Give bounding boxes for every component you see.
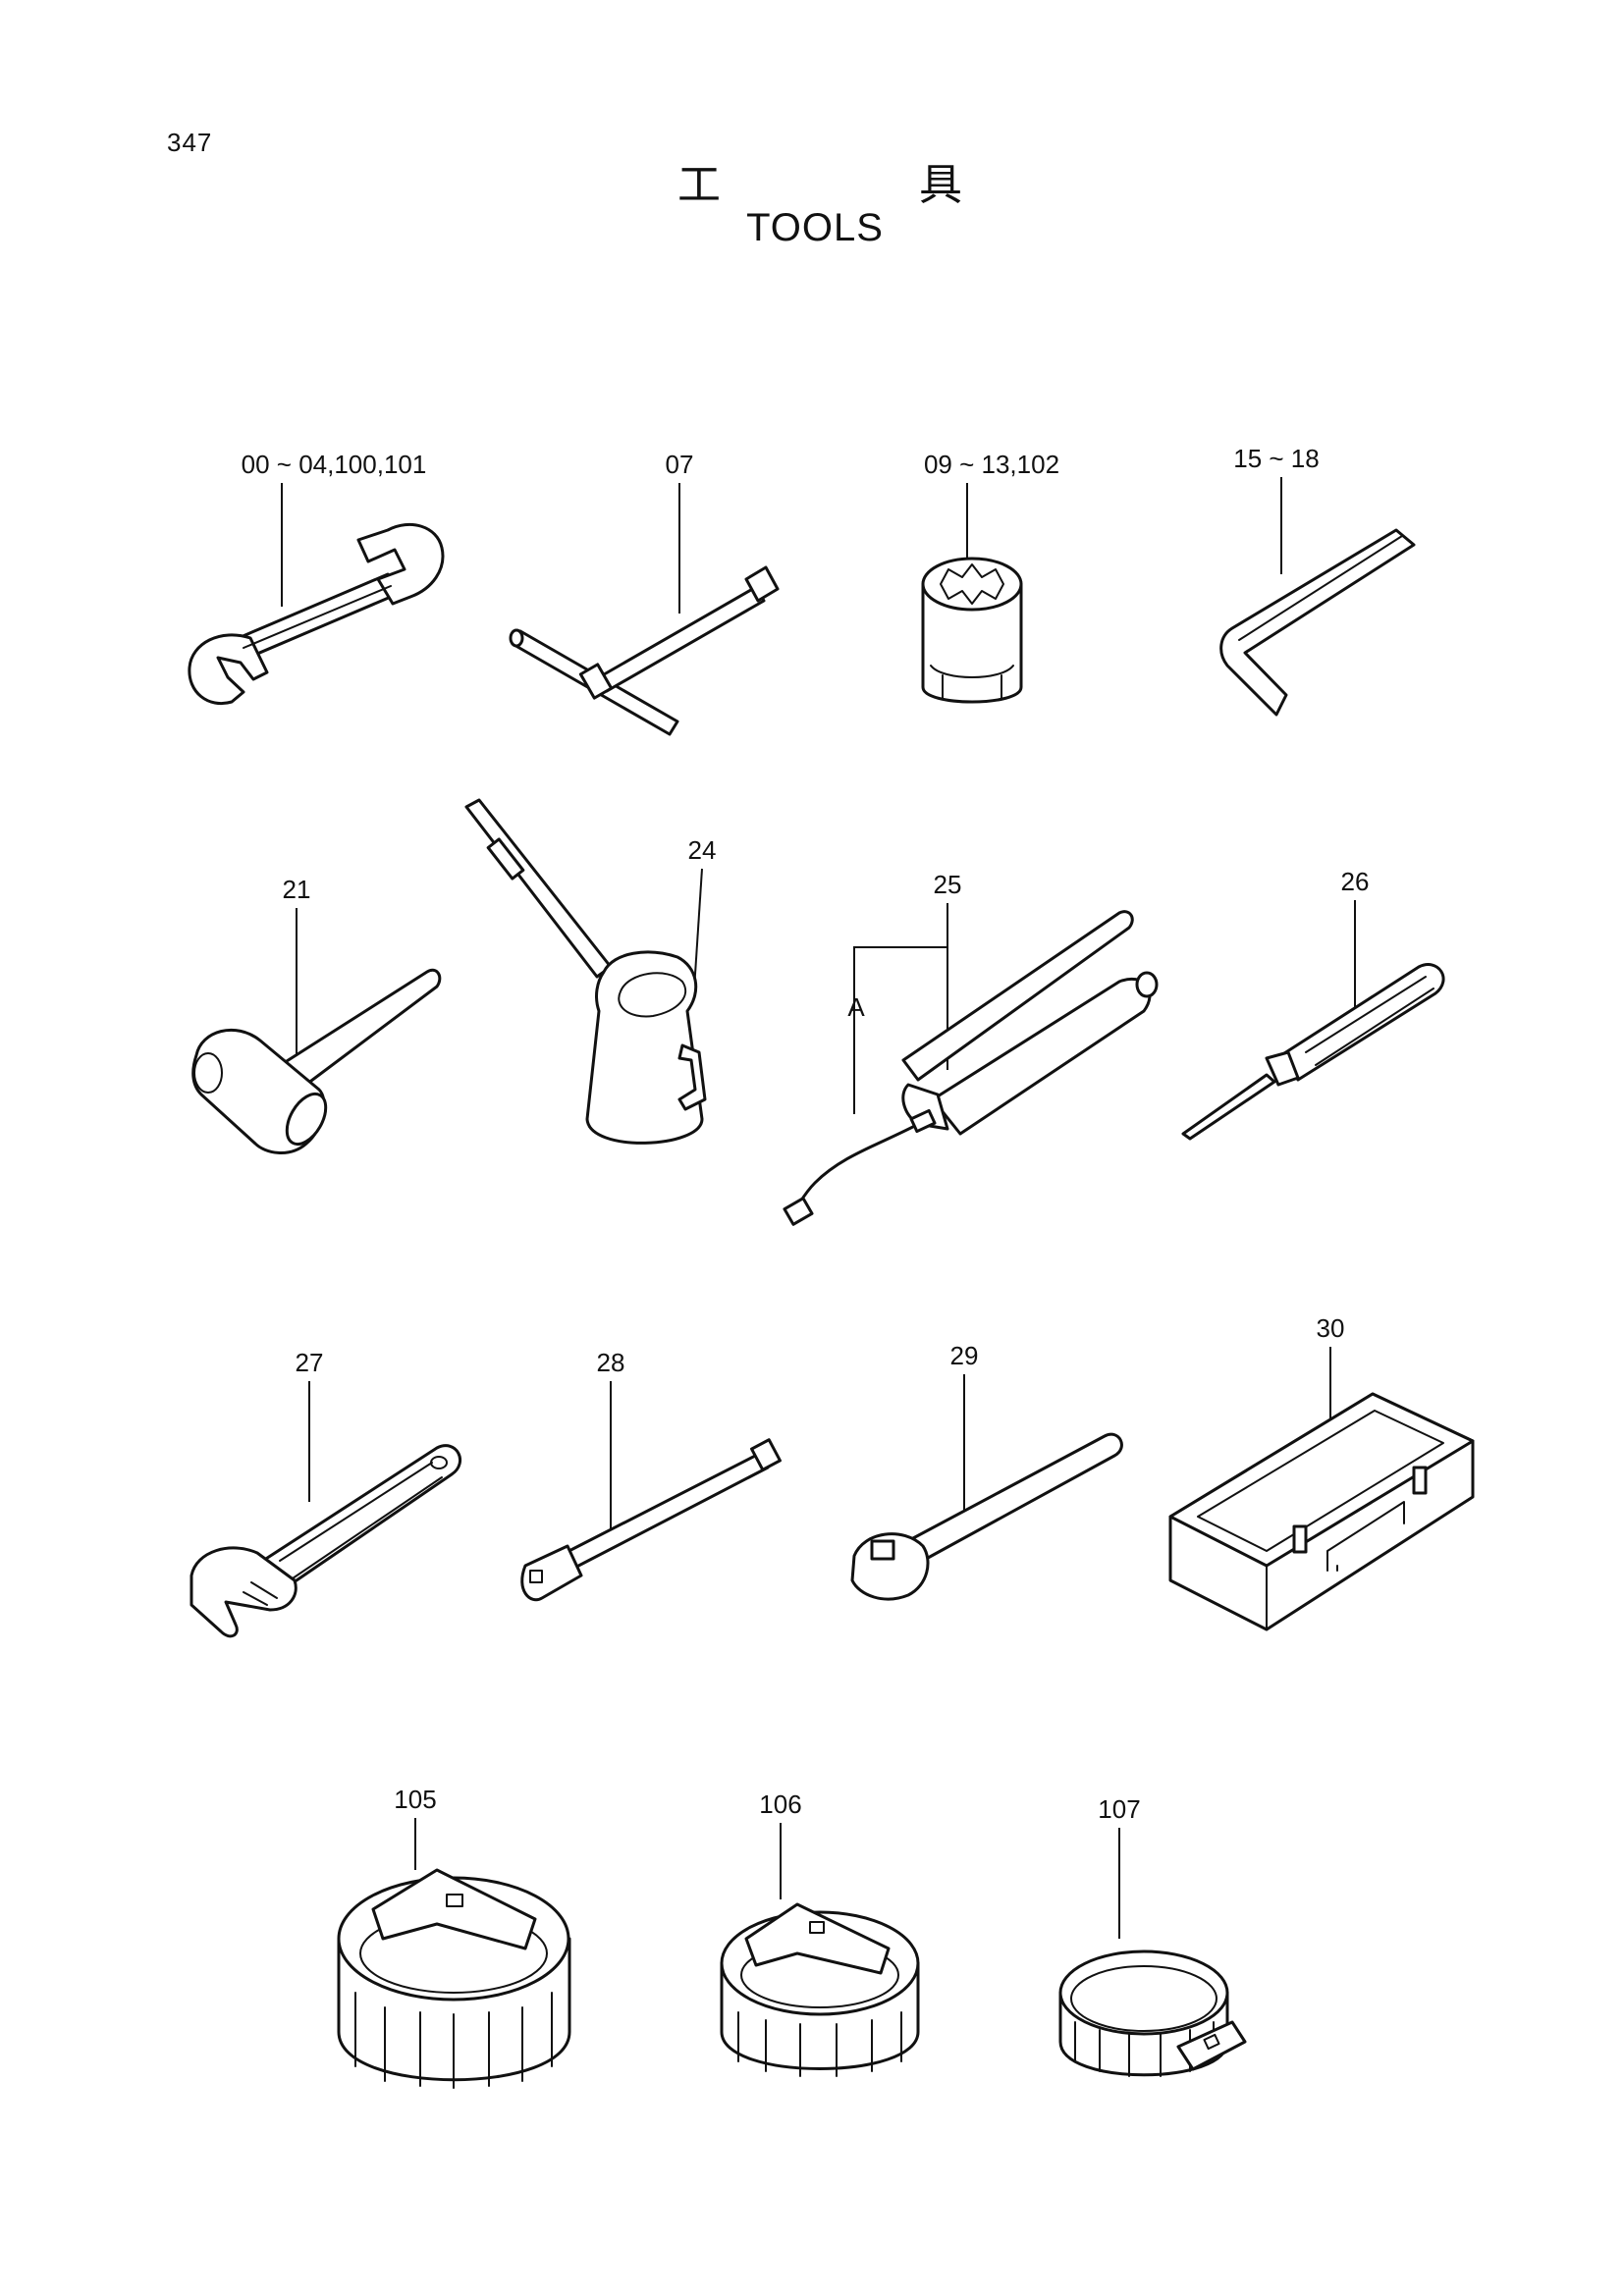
open-end-wrench: 00 ~ 04,100,101 bbox=[188, 450, 445, 705]
grease-gun: 25 A bbox=[783, 870, 1159, 1226]
screwdriver: 26 bbox=[1181, 867, 1445, 1141]
callout-15-18: 15 ~ 18 bbox=[1233, 444, 1319, 473]
callout-30: 30 bbox=[1317, 1313, 1345, 1343]
callout-26: 26 bbox=[1341, 867, 1370, 896]
extension-bar: 28 bbox=[520, 1348, 782, 1602]
callout-00-04-100-101: 00 ~ 04,100,101 bbox=[242, 450, 427, 479]
page-number: 347 bbox=[167, 128, 213, 157]
title-jp-char-2: 具 bbox=[919, 160, 962, 210]
callout-09-13-102: 09 ~ 13,102 bbox=[924, 450, 1059, 479]
callout-28: 28 bbox=[597, 1348, 625, 1377]
socket: 09 ~ 13,102 bbox=[921, 450, 1059, 704]
callout-07: 07 bbox=[666, 450, 694, 479]
callout-106: 106 bbox=[759, 1789, 801, 1819]
filter-wrench-small: 107 bbox=[1058, 1794, 1247, 2077]
hammer: 21 bbox=[191, 875, 442, 1154]
page-title-japanese: 工 具 bbox=[677, 149, 962, 212]
callout-24: 24 bbox=[688, 835, 717, 865]
adjustable-wrench: 27 bbox=[189, 1348, 462, 1638]
oil-can: 24 bbox=[464, 798, 717, 1145]
callout-105: 105 bbox=[394, 1785, 436, 1814]
hex-key: 15 ~ 18 bbox=[1219, 444, 1416, 717]
t-handle-wrench: 07 bbox=[509, 450, 780, 736]
tool-box: 30 bbox=[1168, 1313, 1475, 1631]
callout-21: 21 bbox=[283, 875, 311, 904]
callout-29: 29 bbox=[950, 1341, 979, 1370]
callout-a: A bbox=[847, 992, 865, 1022]
callout-27: 27 bbox=[296, 1348, 324, 1377]
callout-107: 107 bbox=[1098, 1794, 1140, 1824]
page-title: TOOLS bbox=[746, 206, 884, 249]
filter-wrench-large: 105 bbox=[337, 1785, 571, 2089]
ratchet-handle: 29 bbox=[850, 1341, 1123, 1601]
callout-25: 25 bbox=[934, 870, 962, 899]
filter-wrench-medium: 106 bbox=[720, 1789, 920, 2077]
title-jp-char-1: 工 bbox=[677, 160, 721, 210]
